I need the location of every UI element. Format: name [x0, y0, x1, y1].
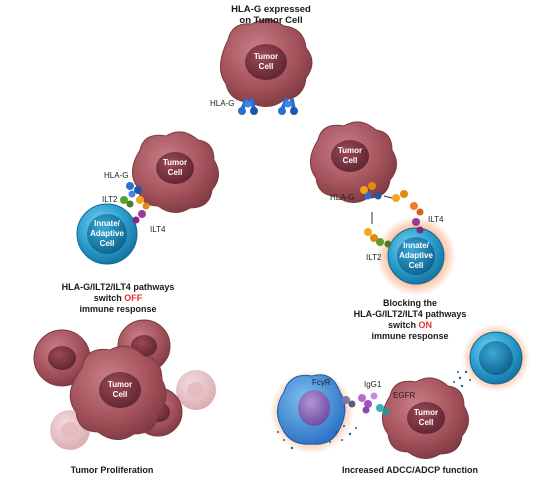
left-immune-cell [76, 203, 138, 265]
off-label: OFF [124, 293, 143, 303]
proliferation-caption: Tumor Proliferation [70, 465, 154, 475]
left-immune-label-line2: Adaptive [90, 229, 124, 238]
proliferation-cell-label-line2: Cell [112, 390, 128, 399]
left-receptor-complex [120, 182, 150, 224]
right-immune-cell [387, 227, 445, 285]
top-hla-label: HLA-G [210, 99, 235, 108]
right-caption-line2: HLA-G/ILT2/ILT4 pathways [353, 309, 467, 319]
granule-dots [277, 370, 471, 450]
adcc-tumor-label-line1: Tumor [413, 408, 439, 417]
left-immune-label-line3: Cell [99, 239, 115, 248]
right-caption-switch: switch [387, 320, 419, 330]
left-tumor-label-line2: Cell [167, 168, 183, 177]
top-cell-label-line1: Tumor [253, 52, 279, 61]
left-caption-switch: switch [93, 293, 125, 303]
right-hla-label: HLA-G [330, 193, 355, 202]
right-tumor-label-line2: Cell [342, 156, 358, 165]
adcc-antibody-complex [342, 392, 390, 416]
left-ilt4-label: ILT4 [150, 225, 166, 234]
left-caption-line1: HLA-G/ILT2/ILT4 pathways [61, 282, 175, 292]
on-label: ON [418, 320, 433, 330]
right-ilt2-label: ILT2 [366, 253, 382, 262]
proliferation-cell-label-line1: Tumor [107, 380, 133, 389]
macrophage [277, 374, 346, 445]
left-hla-label: HLA-G [104, 171, 129, 180]
right-tumor-label-line1: Tumor [337, 146, 363, 155]
right-immune-label-line2: Adaptive [399, 251, 433, 260]
egfr-label: EGFR [393, 391, 416, 400]
right-immune-label-line1: Innate/ [403, 241, 429, 250]
right-caption-line3: switch ON [388, 319, 432, 331]
left-ilt2-label: ILT2 [102, 195, 118, 204]
right-caption-line4: immune response [371, 331, 449, 341]
adcc-tumor-cell [382, 377, 469, 459]
left-caption-line2: switch OFF [94, 292, 143, 304]
fcgr-label: FcγR [312, 378, 331, 387]
right-immune-label-line3: Cell [408, 261, 424, 270]
right-caption-line1: Blocking the [382, 298, 438, 308]
top-title-line2: on Tumor Cell [239, 15, 303, 26]
top-tumor-cell [220, 19, 313, 107]
top-hla-g-molecules [238, 98, 298, 115]
top-cell-label-line2: Cell [258, 62, 274, 71]
right-blocking-antibodies [360, 182, 424, 248]
left-tumor-label-line1: Tumor [162, 158, 188, 167]
left-tumor-cell [132, 131, 219, 213]
adcc-caption: Increased ADCC/ADCP function [341, 465, 479, 475]
left-immune-label-line1: Innate/ [94, 219, 120, 228]
adcc-tumor-label-line2: Cell [418, 418, 434, 427]
igg1-label: IgG1 [364, 380, 382, 389]
right-tumor-cell [310, 121, 397, 203]
proliferation-cluster [33, 319, 216, 450]
right-ilt4-label: ILT4 [428, 215, 444, 224]
left-caption-line3: immune response [79, 304, 157, 314]
nk-cell [469, 331, 523, 385]
top-title-line1: HLA-G expressed [231, 4, 311, 15]
